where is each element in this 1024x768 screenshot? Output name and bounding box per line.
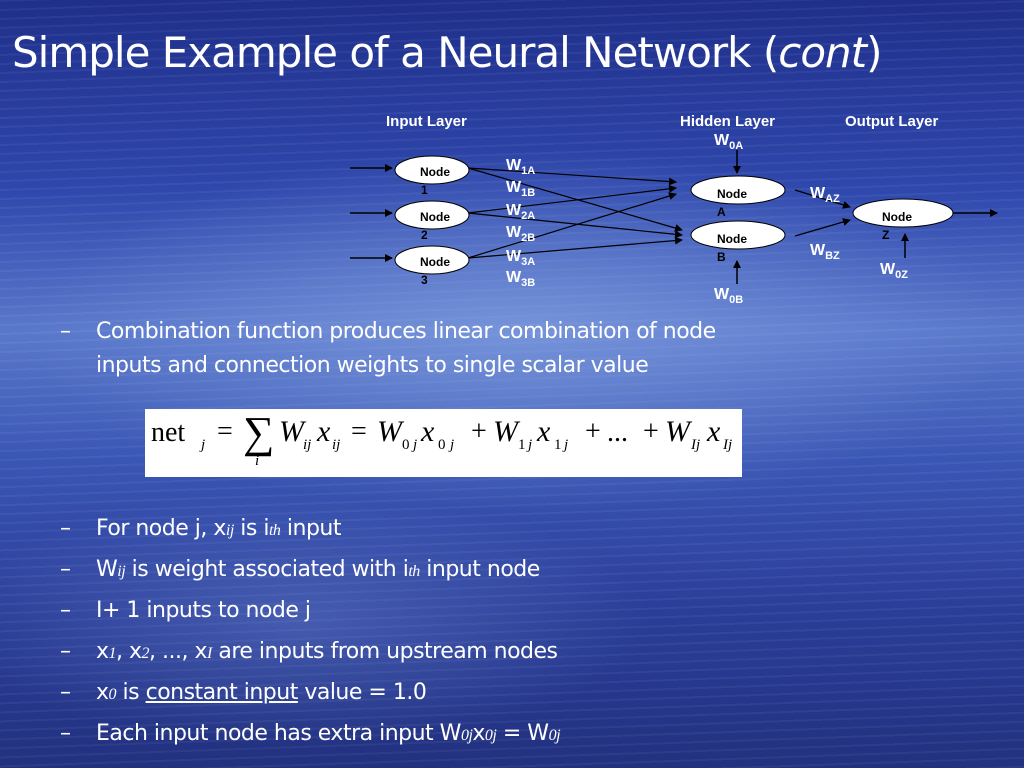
formula-sub-0-2: 0 <box>438 437 446 453</box>
weight-w3a: W3A <box>506 248 535 268</box>
edge-b-z <box>794 218 851 237</box>
node-z-id: Z <box>882 228 889 242</box>
node-a: Node A <box>690 175 786 219</box>
weight-waz: WAZ <box>810 185 840 205</box>
title-italic: cont <box>778 28 867 77</box>
weight-w1a: W1A <box>506 157 535 177</box>
bullet-text-line-1: Combination function produces linear com… <box>96 319 716 344</box>
bullet-dash: – <box>60 680 71 705</box>
formula-sub-1-2: 1 <box>554 437 562 453</box>
node-2-id: 2 <box>421 228 428 242</box>
node-1-label: Node <box>420 165 450 179</box>
formula-sub-0-1: 0 <box>402 437 410 453</box>
bullet-text-line-2: inputs and connection weights to single … <box>96 353 649 378</box>
title-close: ) <box>866 28 882 77</box>
node-1-id: 1 <box>421 183 428 197</box>
formula-sub-ij-1: ij <box>303 437 312 453</box>
node-2-label: Node <box>420 210 450 224</box>
weight-w0b: W0B <box>714 286 743 306</box>
bullet-dash: – <box>60 721 71 746</box>
edge-2-b <box>467 212 683 239</box>
edge-3-b <box>467 236 683 259</box>
formula-sub-j-2: j <box>413 437 418 453</box>
node-a-id: A <box>717 205 726 219</box>
weight-w2b: W2B <box>506 224 535 244</box>
formula-sub-i: i <box>255 453 260 469</box>
formula-x-3: x <box>537 415 551 448</box>
formula-sub-j-3: j <box>450 437 455 453</box>
node-a-label: Node <box>717 187 747 201</box>
edge-2-a <box>467 184 677 214</box>
node-3-label: Node <box>420 255 450 269</box>
slide-title: Simple Example of a Neural Network (cont… <box>12 28 883 77</box>
node-z: Node Z <box>852 198 954 242</box>
edge-3-a <box>467 192 677 259</box>
formula-x-2: x <box>421 415 435 448</box>
formula-sub-ij-4: Ij <box>723 437 733 453</box>
node-b-id: B <box>717 250 726 264</box>
bullet-dash: – <box>60 319 71 344</box>
formula-plus-1: + <box>471 416 487 447</box>
constant-input-link[interactable]: constant input <box>145 680 299 705</box>
bullet-dash: – <box>60 557 71 582</box>
edge-a-z <box>794 189 851 209</box>
formula-sub-ij-3: Ij <box>691 437 701 453</box>
hidden-layer-label: Hidden Layer <box>680 113 775 130</box>
formula-w-2: W <box>377 415 402 448</box>
weight-w0a: W0A <box>714 132 743 152</box>
weight-wbz: WBZ <box>810 242 840 262</box>
formula-sub-ij-2: ij <box>332 437 341 453</box>
formula-ellipsis: ... <box>607 417 628 448</box>
node-3: Node 3 <box>394 245 470 287</box>
formula-equals-2: = <box>351 416 367 447</box>
bullet-text: For node j, xij is ith input <box>96 516 342 541</box>
bullet-text: Wij is weight associated with ith input … <box>96 557 540 582</box>
weight-w2a: W2A <box>506 202 535 222</box>
weight-w3b: W3B <box>506 269 535 289</box>
formula-w-4: W <box>665 415 690 448</box>
formula-w-1: W <box>279 415 304 448</box>
formula-sub-1-1: 1 <box>518 437 526 453</box>
node-2: Node 2 <box>394 200 470 242</box>
bullet-text: x1, x2, ..., xI are inputs from upstream… <box>96 639 558 664</box>
bullet-dash: – <box>60 598 71 623</box>
formula-x-1: x <box>317 415 331 448</box>
edge-1-a <box>467 167 677 186</box>
bullet-dash: – <box>60 639 71 664</box>
net-formula: net j = ∑ i W ij x ij = W 0 j x 0 j + W … <box>145 408 742 477</box>
formula-x-4: x <box>707 415 721 448</box>
formula-plus-3: + <box>643 416 659 447</box>
bullet-dash: – <box>60 516 71 541</box>
node-z-label: Node <box>882 210 912 224</box>
formula-net: net <box>151 417 186 448</box>
weight-w0z: W0Z <box>880 261 908 281</box>
formula-w-3: W <box>493 415 518 448</box>
title-text: Simple Example of a Neural Network ( <box>12 28 779 77</box>
formula-sub-j-5: j <box>564 437 569 453</box>
node-b: Node B <box>690 220 786 264</box>
node-b-label: Node <box>717 232 747 246</box>
neural-network-diagram: Input Layer Hidden Layer Output Layer No… <box>350 113 998 306</box>
weight-w1b: W1B <box>506 179 535 199</box>
node-3-id: 3 <box>421 273 428 287</box>
edge-1-b <box>467 167 683 232</box>
bullet-text: Each input node has extra input W0jx0j =… <box>96 721 561 746</box>
formula-sub-j: j <box>201 437 206 453</box>
input-layer-label: Input Layer <box>386 113 467 130</box>
node-1: Node 1 <box>394 155 470 197</box>
output-layer-label: Output Layer <box>845 113 939 130</box>
bullet-text: x0 is constant input value = 1.0 <box>96 680 427 705</box>
formula-sigma: ∑ <box>243 408 275 457</box>
formula-plus-2: + <box>585 416 601 447</box>
bullet-text: I+ 1 inputs to node j <box>96 598 311 623</box>
formula-sub-j-4: j <box>528 437 533 453</box>
formula-equals-1: = <box>217 416 233 447</box>
